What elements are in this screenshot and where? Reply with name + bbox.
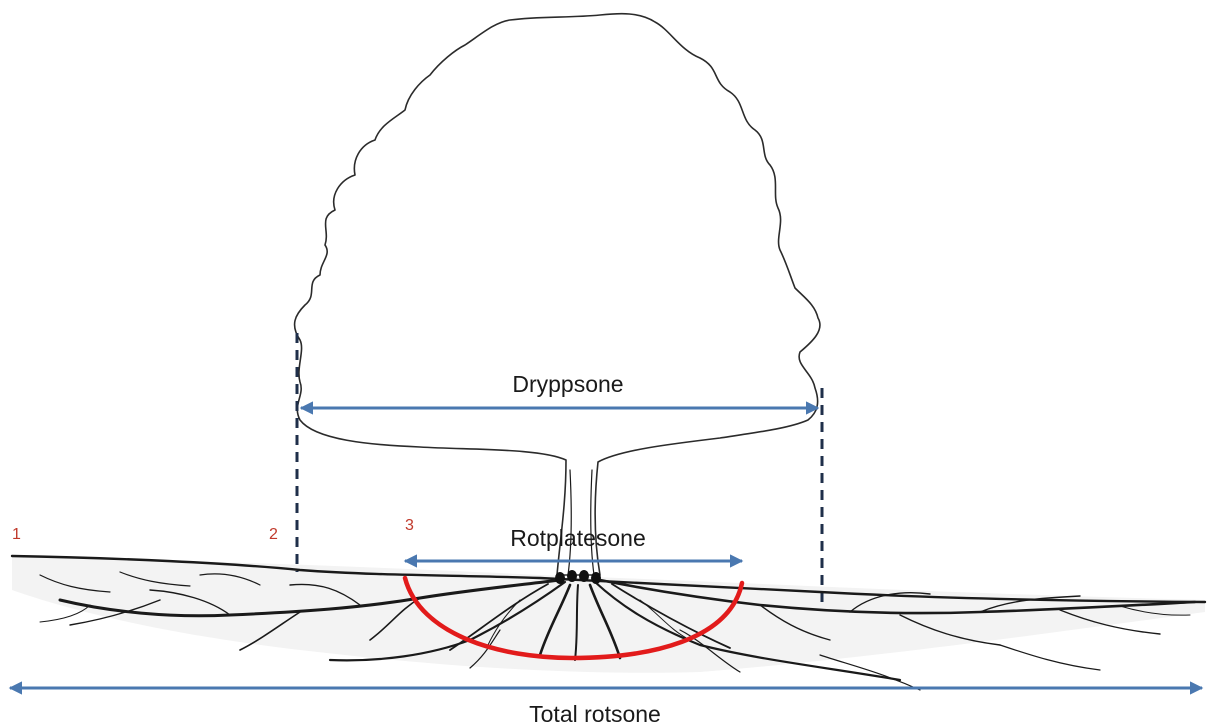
tree-crown-icon: [295, 14, 820, 575]
total-root-zone-label: Total rotsone: [529, 701, 661, 726]
root-plate-zone-label: Rotplatesone: [510, 525, 646, 551]
marker-1: 1: [12, 526, 21, 543]
marker-3: 3: [405, 517, 414, 534]
marker-2: 2: [269, 526, 278, 543]
drip-zone-label: Dryppsone: [512, 371, 623, 397]
